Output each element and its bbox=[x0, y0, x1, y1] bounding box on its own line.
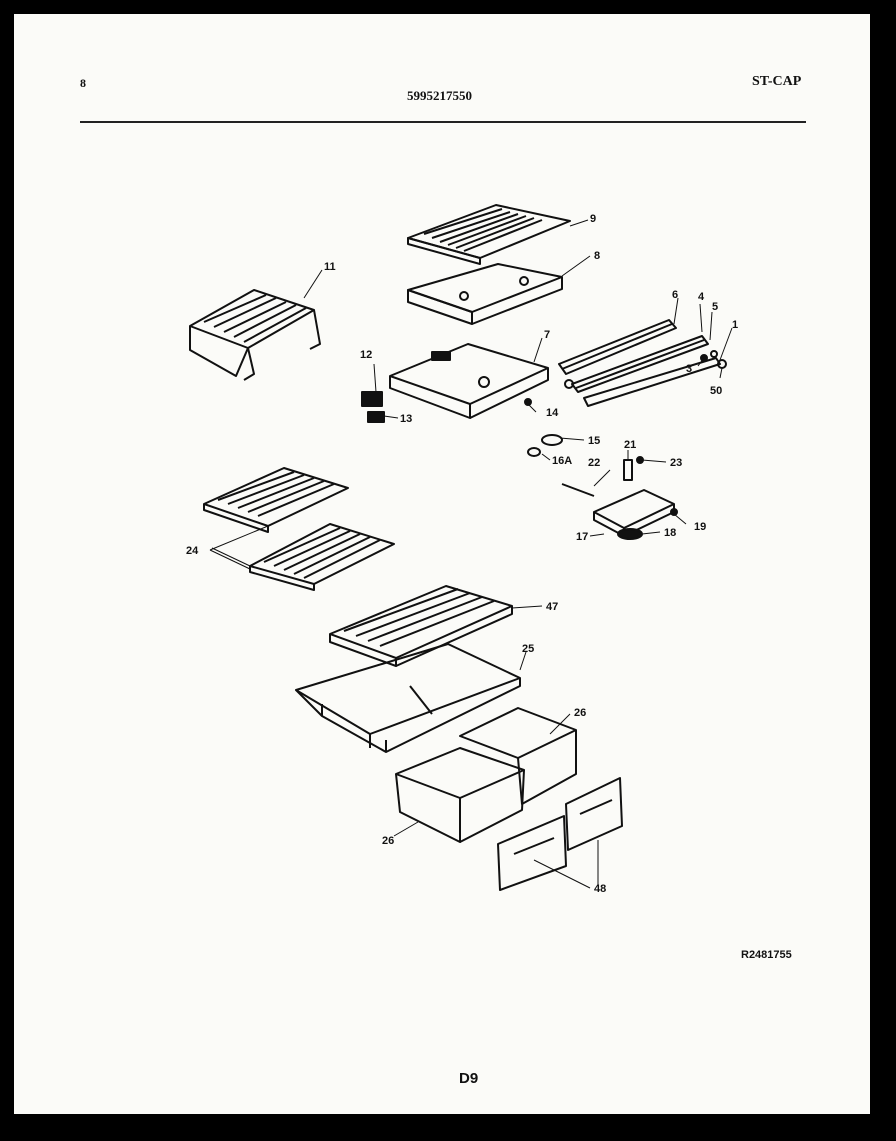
callout-6: 6 bbox=[672, 289, 678, 301]
callout-3: 3 bbox=[686, 363, 692, 375]
part-47-crisper-cover bbox=[329, 585, 513, 667]
callout-26-left: 26 bbox=[382, 835, 394, 847]
callout-22: 22 bbox=[588, 457, 600, 469]
part-7-shelf-frame bbox=[389, 343, 549, 419]
callout-11: 11 bbox=[324, 261, 336, 273]
sheet-code: ST-CAP bbox=[752, 74, 802, 89]
callout-23: 23 bbox=[670, 457, 682, 469]
parts-17-23-control-assembly bbox=[561, 456, 678, 540]
callout-48: 48 bbox=[594, 883, 606, 895]
callout-50: 50 bbox=[710, 385, 722, 397]
model-code: 5995217550 bbox=[407, 88, 472, 103]
page-number: D9 bbox=[459, 1070, 479, 1087]
callout-7: 7 bbox=[544, 329, 550, 341]
parts-6-4-5-1-rails bbox=[558, 319, 721, 407]
part-48-drawer-fronts bbox=[497, 777, 623, 891]
part-25-crisper-frame bbox=[295, 643, 521, 753]
part-14-screw bbox=[524, 398, 532, 406]
callout-4: 4 bbox=[698, 291, 705, 303]
callout-9: 9 bbox=[590, 213, 596, 225]
leader-lines bbox=[211, 219, 733, 889]
part-11-freezer-shelf bbox=[189, 289, 321, 381]
callout-24: 24 bbox=[186, 545, 199, 557]
diagram-sheet: 8 5995217550 ST-CAP bbox=[14, 14, 870, 1114]
callout-16a: 16A bbox=[552, 455, 572, 467]
corner-mark: 8 bbox=[80, 76, 86, 90]
callout-18: 18 bbox=[664, 527, 676, 539]
callout-14: 14 bbox=[546, 407, 559, 419]
callout-5: 5 bbox=[712, 301, 718, 313]
callout-12: 12 bbox=[360, 349, 372, 361]
callout-47: 47 bbox=[546, 601, 558, 613]
part-9-grille bbox=[407, 204, 571, 265]
part-24-wire-shelves bbox=[203, 467, 395, 591]
callout-19: 19 bbox=[694, 521, 706, 533]
exploded-view-drawing: 9 8 11 6 4 5 1 7 12 13 14 3 50 15 16A 21… bbox=[186, 204, 738, 895]
callout-8: 8 bbox=[594, 250, 600, 262]
callout-17: 17 bbox=[576, 531, 588, 543]
callout-1: 1 bbox=[732, 319, 738, 331]
part-26-crisper-drawers bbox=[395, 707, 577, 843]
callout-13: 13 bbox=[400, 413, 412, 425]
parts-12-13-brackets bbox=[361, 391, 385, 423]
callout-25: 25 bbox=[522, 643, 534, 655]
parts-15-16a-clips bbox=[527, 434, 563, 457]
callout-21: 21 bbox=[624, 439, 636, 451]
part-8-tray bbox=[407, 263, 563, 325]
header-rule bbox=[80, 121, 806, 123]
callout-26-right: 26 bbox=[574, 707, 586, 719]
drawing-reference-code: R2481755 bbox=[741, 949, 792, 961]
callout-15: 15 bbox=[588, 435, 600, 447]
